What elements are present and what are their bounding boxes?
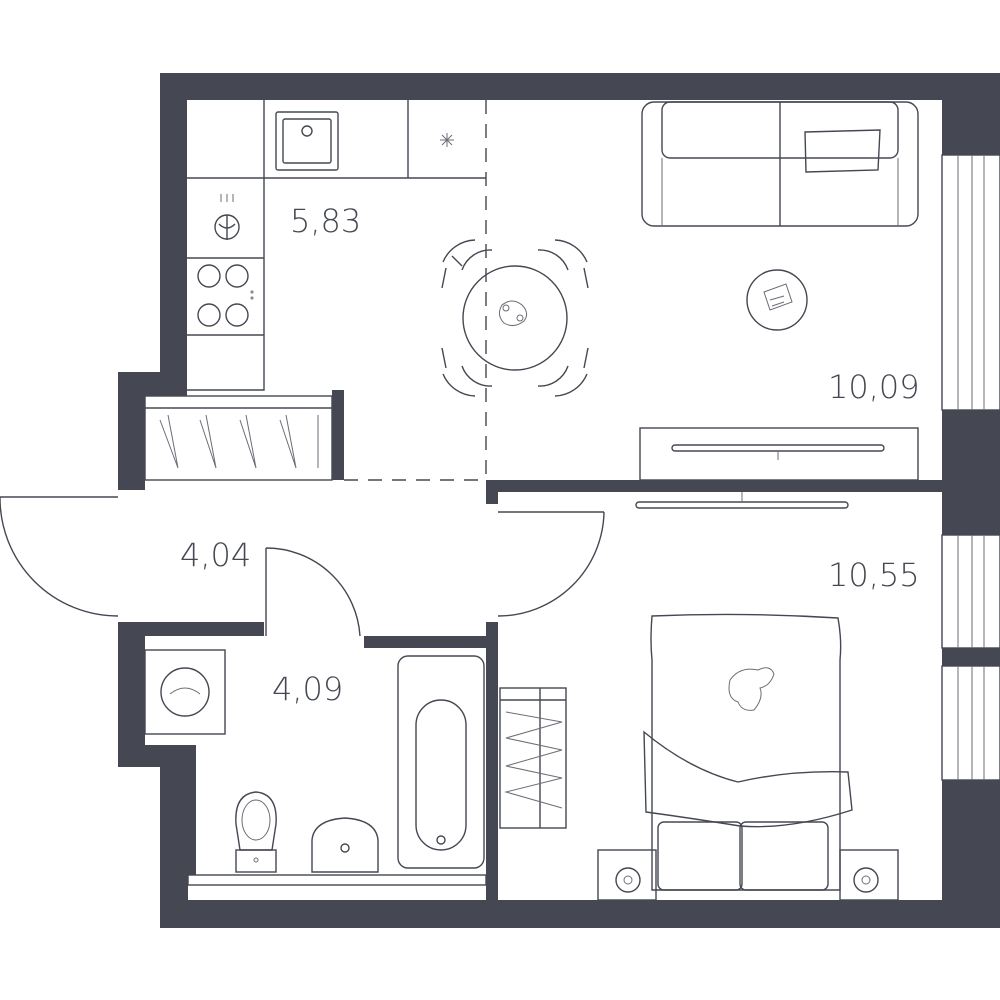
wall-left-lower xyxy=(160,745,188,928)
bath-bottom-ledge xyxy=(187,874,487,886)
stove-icon xyxy=(197,264,254,327)
bed-icon xyxy=(643,613,853,891)
coffee-table-icon xyxy=(746,269,808,331)
hood-icon xyxy=(214,194,240,240)
tv-stand xyxy=(639,427,919,481)
wall-left-upper xyxy=(160,73,187,393)
washing-machine-icon xyxy=(144,649,226,735)
bedroom-door-swing xyxy=(497,511,605,617)
wall-right-top xyxy=(942,73,1000,155)
wall-top xyxy=(160,73,1000,100)
sofa-icon xyxy=(641,101,919,227)
wall-right-small xyxy=(942,648,1000,666)
sink-icon xyxy=(275,111,339,171)
kitchen xyxy=(187,100,589,397)
bathroom xyxy=(144,649,485,873)
wall-partition-stub xyxy=(486,480,498,504)
window-bedroom-lower xyxy=(941,665,1000,781)
wall-bath-inner xyxy=(188,745,196,875)
wall-left-closet xyxy=(118,372,145,490)
windows xyxy=(941,154,1000,781)
bedroom-area: 10,55 xyxy=(828,556,920,594)
living-room xyxy=(639,101,919,481)
closet-box xyxy=(144,395,333,481)
fridge-icon xyxy=(440,133,454,147)
wall-right-mid xyxy=(942,410,1000,535)
area-labels: 5,83 10,09 10,55 4,04 4,09 xyxy=(180,202,920,708)
living-area: 10,09 xyxy=(828,368,920,406)
washbasin-icon xyxy=(311,817,379,873)
bathroom-area: 4,09 xyxy=(272,670,343,708)
nightstand-right xyxy=(839,849,899,901)
zone-dividers xyxy=(344,100,487,481)
bathroom-door-swing xyxy=(265,547,361,637)
wall-bath-bedroom xyxy=(486,622,498,928)
wall-living-bedroom xyxy=(486,480,942,492)
wall-left-bath xyxy=(118,622,145,767)
window-living xyxy=(941,154,1000,411)
chair-icons xyxy=(441,239,589,397)
kitchen-counter-left xyxy=(187,177,265,391)
bathtub-icon xyxy=(397,655,485,869)
nightstand-left xyxy=(597,849,657,901)
wall-closet-right xyxy=(332,390,344,480)
kitchen-area: 5,83 xyxy=(290,202,361,240)
wall-bottom xyxy=(160,900,1000,928)
wall-bath-top-right xyxy=(364,636,498,648)
closet xyxy=(144,395,333,481)
entry-door-swing xyxy=(0,497,119,617)
tv-bedroom xyxy=(635,492,849,509)
bedroom xyxy=(499,492,899,901)
wall-bath-top-left xyxy=(118,622,264,636)
toilet-icon xyxy=(235,791,277,873)
wardrobe xyxy=(499,687,567,829)
dining-table xyxy=(462,265,568,371)
hall-area: 4,04 xyxy=(180,536,251,574)
window-bedroom-upper xyxy=(941,534,1000,649)
walls xyxy=(118,73,1000,928)
doors xyxy=(0,496,605,637)
wall-right-bottom xyxy=(942,780,1000,928)
